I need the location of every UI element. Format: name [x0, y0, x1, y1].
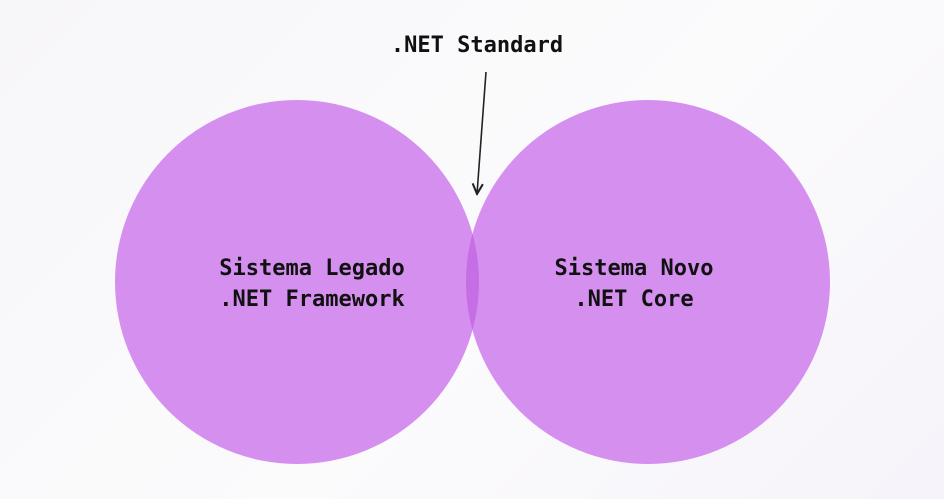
- right-set-label-line2: .NET Core: [574, 287, 693, 312]
- intersection-label: .NET Standard: [391, 33, 563, 58]
- right-circle: [466, 100, 830, 464]
- intersection-arrow: [477, 71, 487, 194]
- left-set-label-line2: .NET Framework: [219, 287, 404, 312]
- left-circle: [115, 100, 479, 464]
- right-set-label-line1: Sistema Novo: [555, 256, 714, 281]
- left-set-label-line1: Sistema Legado: [219, 256, 404, 281]
